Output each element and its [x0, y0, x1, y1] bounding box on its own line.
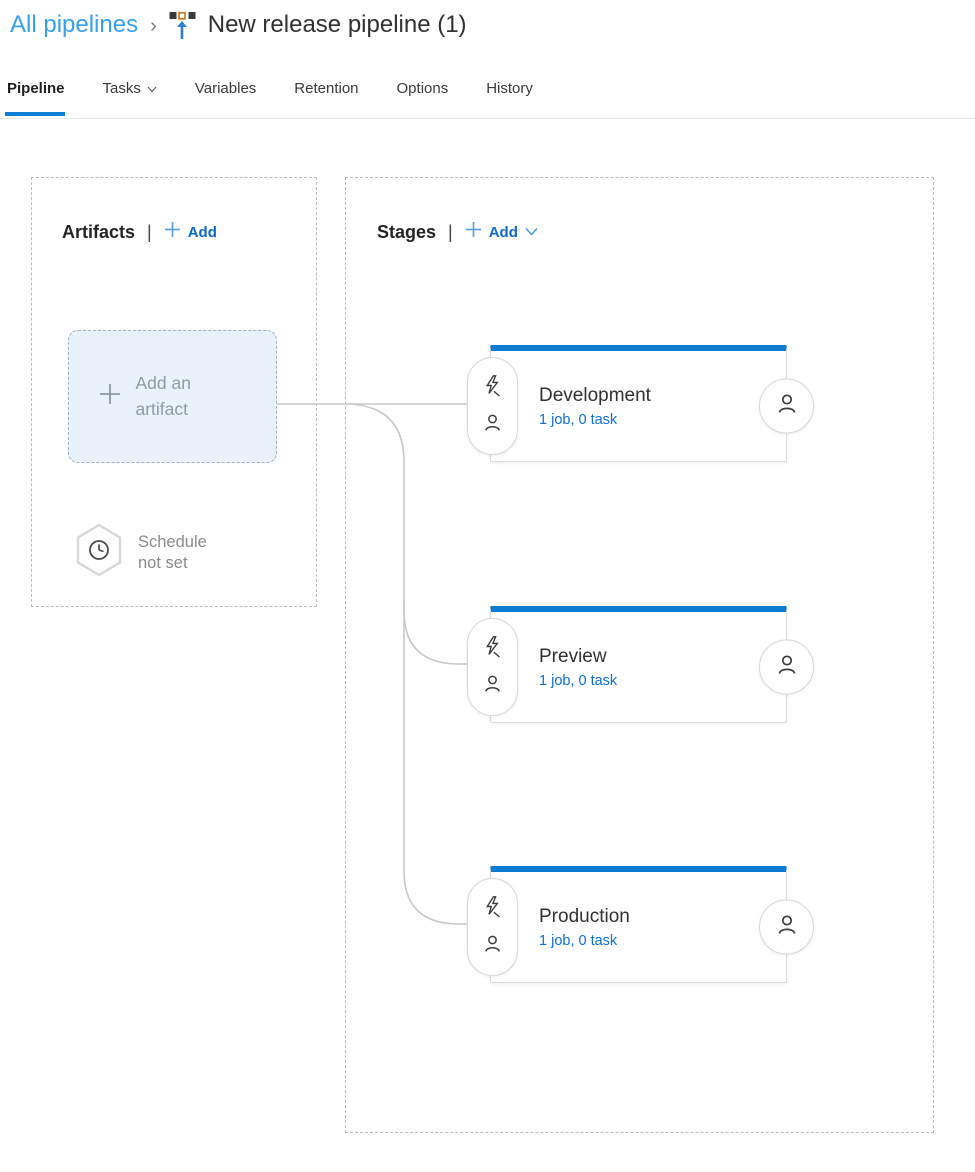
stage-body: Production 1 job, 0 task	[539, 872, 746, 982]
tab-pipeline[interactable]: Pipeline	[5, 76, 67, 101]
post-deployment-conditions-button[interactable]	[759, 378, 814, 434]
stages-panel	[345, 177, 934, 1133]
tab-history-label: History	[486, 80, 533, 97]
chevron-down-icon	[525, 223, 538, 241]
add-artifact-placeholder[interactable]: Add an artifact	[68, 330, 277, 463]
stage-card-production[interactable]: Production 1 job, 0 task	[467, 866, 814, 983]
artifacts-heading: Artifacts	[62, 221, 136, 242]
plus-icon	[98, 382, 122, 411]
breadcrumb-separator: ›	[150, 15, 157, 37]
stage-body: Development 1 job, 0 task	[539, 351, 746, 461]
person-icon	[775, 392, 799, 421]
tab-options-label: Options	[396, 80, 449, 97]
stage-name: Preview	[539, 645, 607, 667]
tab-retention-label: Retention	[294, 80, 359, 97]
stage-jobs-tasks-link[interactable]: 1 job, 0 task	[539, 932, 618, 949]
active-tab-underline	[5, 112, 65, 116]
add-artifact-button[interactable]: Add	[164, 221, 217, 243]
artifacts-panel	[31, 177, 317, 607]
tab-retention[interactable]: Retention	[292, 76, 360, 101]
stages-heading: Stages	[377, 221, 437, 242]
tab-options[interactable]: Options	[395, 76, 451, 101]
lightning-trigger-icon	[482, 895, 503, 923]
stages-heading-divider: |	[448, 221, 453, 242]
tab-pipeline-label: Pipeline	[7, 80, 65, 97]
add-stage-label: Add	[488, 223, 518, 241]
artifacts-header: Artifacts | Add	[62, 221, 217, 243]
pre-deployment-conditions-button[interactable]	[467, 878, 518, 976]
plus-icon	[164, 221, 181, 243]
stage-card-preview[interactable]: Preview 1 job, 0 task	[467, 606, 814, 723]
lightning-trigger-icon	[482, 374, 503, 402]
stage-card-development[interactable]: Development 1 job, 0 task	[467, 345, 814, 462]
tab-history[interactable]: History	[484, 76, 535, 101]
tab-bar: Pipeline Tasks Variables Retention Optio…	[5, 76, 535, 101]
add-artifact-placeholder-label: Add an artifact	[135, 373, 191, 419]
breadcrumb-all-pipelines-link[interactable]: All pipelines	[10, 11, 139, 38]
page-title: New release pipeline (1)	[207, 11, 467, 38]
plus-icon	[465, 221, 482, 243]
tabs-divider-line	[0, 118, 975, 119]
pre-deployment-conditions-button[interactable]	[467, 357, 518, 455]
post-deployment-conditions-button[interactable]	[759, 899, 814, 955]
stage-name: Development	[539, 384, 651, 406]
stage-name: Production	[539, 905, 630, 927]
add-artifact-label: Add	[187, 223, 217, 241]
person-icon	[775, 653, 799, 682]
tab-variables-label: Variables	[194, 80, 257, 97]
pre-deployment-conditions-button[interactable]	[467, 618, 518, 716]
stage-jobs-tasks-link[interactable]: 1 job, 0 task	[539, 672, 618, 689]
schedule-label: Schedule not set	[138, 532, 207, 572]
tab-tasks-label: Tasks	[102, 80, 141, 97]
artifacts-heading-divider: |	[147, 221, 152, 242]
stage-jobs-tasks-link[interactable]: 1 job, 0 task	[539, 411, 618, 428]
chevron-down-icon	[147, 80, 157, 97]
release-pipeline-icon	[169, 9, 196, 41]
person-icon	[482, 673, 503, 699]
post-deployment-conditions-button[interactable]	[759, 639, 814, 695]
tab-tasks[interactable]: Tasks	[101, 76, 159, 101]
tab-variables[interactable]: Variables	[193, 76, 258, 101]
lightning-trigger-icon	[482, 635, 503, 663]
breadcrumb: All pipelines › New release pipeline (1)	[10, 8, 467, 42]
person-icon	[775, 913, 799, 942]
person-icon	[482, 412, 503, 438]
stage-body: Preview 1 job, 0 task	[539, 612, 746, 722]
person-icon	[482, 933, 503, 959]
stages-header: Stages | Add	[377, 221, 538, 243]
add-stage-button[interactable]: Add	[465, 221, 538, 243]
clock-in-hexagon-icon	[75, 523, 123, 582]
schedule-badge[interactable]: Schedule not set	[75, 523, 233, 582]
